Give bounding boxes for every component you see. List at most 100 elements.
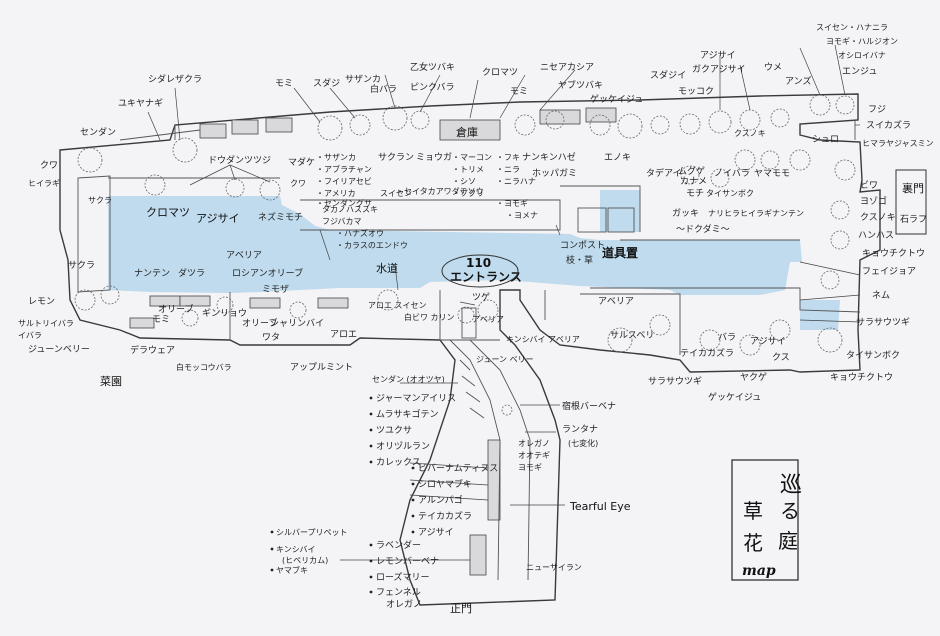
label-abelia-m: アベリア	[226, 251, 262, 261]
label-datsura: ダツラ	[178, 267, 205, 279]
label-lavender: ラベンダー	[376, 539, 421, 551]
label-anzu: アンズ	[785, 75, 811, 87]
label-hiiragi: ヒイラギ	[28, 179, 60, 188]
label-noibara: ノイバラ	[714, 168, 750, 179]
label-ponderosa: ナリヒラヒイラギナンテン	[708, 209, 804, 218]
title-glyph-kusa: 草	[743, 499, 763, 523]
label-oregano-p: オレガノ	[386, 599, 422, 610]
label-nezumimochi: ネズミモチ	[258, 211, 303, 223]
label-fujibakama: フジバカマ	[322, 217, 362, 226]
label-oregano: オレガノ	[518, 438, 550, 448]
label-lemonverbena: レモンバーベナ	[376, 556, 439, 567]
bullet-dots	[270, 396, 415, 594]
label-sarasautsugi: サラサウツギ	[648, 376, 702, 387]
label-sendan: センダン	[80, 126, 116, 138]
label-ajisai-t: アジサイ	[700, 50, 736, 61]
label-gekkeiju-b: ゲッケイジュ	[708, 391, 761, 403]
label-iyodanyo: ・ヨモギ	[496, 199, 528, 208]
label-murasaki: ムラサキゴテン	[376, 408, 439, 420]
label-sazanka-c: ・サザンカ	[316, 153, 356, 162]
label-hanhase: ハンハス	[858, 231, 894, 241]
plant-labels-top: モミ スダジ サザンカ 乙女ツバキ 白バラ ピンクバラ クロマツ ニセアカシア …	[275, 61, 804, 220]
water-tap-label: 水道	[376, 261, 398, 275]
vegetable-garden-label: 菜園	[100, 375, 122, 388]
label-tearful: Tearful Eye	[569, 500, 631, 513]
label-junberry-e: ジューン ベリー	[476, 355, 534, 364]
label-myouga: ミョウガ	[416, 152, 452, 163]
label-yamabuki: ヤマブキ	[276, 565, 308, 575]
long-planter	[469, 534, 487, 576]
bench	[539, 109, 581, 125]
label-himalaya: ヒマラヤジャスミン	[862, 139, 934, 148]
label-sudaji: スダジ	[313, 77, 340, 89]
label-hanaya: ・ニラハナ	[496, 177, 536, 186]
label-biwa: ビワ	[860, 180, 878, 191]
label-ginrinka: ギンリョウ	[202, 308, 247, 319]
label-ushiro: ・セイタカアワダチソウ	[396, 186, 484, 196]
planter	[249, 297, 281, 309]
label-karasu: ・カラスのエンドウ	[336, 241, 408, 250]
label-aloe-suisen: アロエ スイセン	[368, 301, 427, 310]
label-kaname: カナメ	[680, 176, 707, 187]
planter	[317, 297, 349, 309]
label-oshiroibana: オシロイバナ	[838, 51, 886, 60]
label-orizuru: オリヅルラン	[376, 441, 430, 452]
label-oribu-m: オリーブ	[242, 317, 277, 329]
label-shidare: シダレザクラ	[148, 73, 202, 85]
shrubs	[74, 94, 856, 416]
entrance-label: エントランス	[450, 270, 522, 284]
label-teikakazura-p: テイカカズラ	[418, 510, 472, 522]
label-kusu-m: クスノキ	[734, 129, 766, 138]
main-gate-label: 正門	[450, 602, 472, 615]
label-suisen-r: スイセン・ハナニラ	[816, 23, 888, 32]
label-roshian-olive: ロシアンオリーブ	[232, 267, 303, 279]
label-nira: ・ニラ	[496, 165, 520, 174]
label-zokuri: ・ゾクリ	[452, 189, 484, 198]
bench	[265, 117, 293, 133]
label-sudajii2: スダジイ	[650, 69, 686, 81]
bench	[231, 119, 259, 135]
label-mochi: モチ	[686, 188, 704, 199]
area-labels: 110 エントランス 道具置 コンポスト 枝・草 〜ドクダミ〜 正門 裏門 石ラ…	[100, 125, 927, 615]
label-yakugusa: ヤクゲ	[740, 371, 767, 383]
label-lantana-note: (七変化)	[568, 438, 598, 448]
plant-labels-left: シダレザクラ ユキヤナギ センダン クワ ヒイラギ サクラ クロマツ アジサイ …	[18, 73, 455, 373]
title-glyph-niwa: 庭	[778, 529, 798, 553]
compost-sub: 枝・草	[566, 254, 593, 266]
label-enju: エンジュ	[842, 67, 877, 77]
label-kusuki: クスノキ	[860, 212, 896, 223]
label-fuki: ・フキ	[496, 153, 520, 162]
shed-label: 倉庫	[456, 125, 478, 139]
entrance-number: 110	[466, 256, 491, 270]
label-ume: ウメ	[764, 62, 782, 73]
label-suikazura: スイカズラ	[866, 119, 911, 131]
label-junberry: ジューンベリー	[28, 345, 90, 355]
label-nemu: ネム	[872, 290, 890, 301]
label-nanten: ナンテン	[134, 268, 170, 279]
label-lantana: ランタナ	[562, 424, 598, 435]
label-feijoa: フェイジョア	[862, 267, 916, 277]
entrance-ring	[441, 254, 519, 288]
label-ajisai-p: アジサイ	[418, 527, 454, 538]
label-yomogi-p: ヨモギ	[518, 463, 542, 472]
label-dodantsutsuji: ドウダンツツジ	[208, 154, 271, 166]
label-kinshibai-e: キンシバイ アベリア	[506, 335, 580, 344]
label-momi-t: モミ	[510, 87, 528, 97]
label-suisen: スイセン	[380, 189, 412, 198]
label-tadeai: タデアイ	[646, 167, 682, 179]
label-takanoha: タカノハススキ	[322, 205, 378, 214]
label-mugwort: ムグゲ	[678, 165, 705, 177]
title-map: map	[742, 563, 776, 579]
label-sakura-l: サクラ	[88, 196, 112, 205]
label-shuro: シュロ	[812, 135, 839, 145]
label-kinshibai-note: (ヒペリカム)	[282, 556, 328, 565]
label-aloe: アロエ	[330, 330, 357, 340]
shed-box	[439, 119, 501, 141]
label-sazanka: サザンカ	[345, 74, 381, 85]
label-wata: ワタ	[262, 332, 280, 343]
label-fennel: フェンネル	[376, 587, 421, 598]
label-german-iris: ジャーマンアイリス	[376, 394, 456, 404]
label-silverprivet: シルバープリペット	[276, 528, 348, 537]
label-arunpago: アルンパゴ	[418, 494, 463, 506]
dokudami-label: 〜ドクダミ〜	[676, 223, 730, 235]
